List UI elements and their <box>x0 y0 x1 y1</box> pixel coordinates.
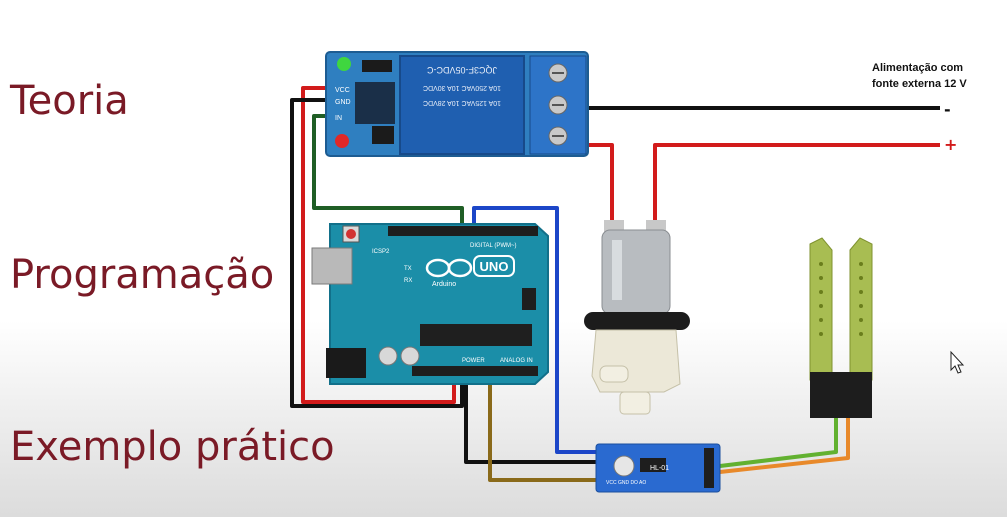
pump-ring <box>584 312 690 330</box>
sensor-potentiometer <box>613 455 635 477</box>
power-note-line1: Alimentação com <box>872 62 964 74</box>
arduino-icsp-label: ICSP2 <box>372 249 390 255</box>
sensor-module: HL-01 VCC GND DO AO <box>595 443 721 493</box>
wire-sensor-gnd <box>464 372 600 464</box>
relay-pin-gnd: GND <box>335 99 351 106</box>
wire-probe-1 <box>719 418 838 468</box>
wire-power-positive <box>653 143 940 222</box>
power-note: Alimentação com fonte externa 12 V <box>872 60 967 92</box>
mouse-pointer-icon <box>950 350 965 374</box>
arduino-tx-label: TX <box>404 266 412 272</box>
arduino-usb-port <box>311 247 353 285</box>
relay-text1: JQC3F-05VDC-C <box>426 65 497 75</box>
pump-body <box>591 329 681 393</box>
relay-module: JQC3F-05VDC-C 10A 250VAC 10A 30VDC 10A 1… <box>325 51 589 157</box>
arduino-logo-icon <box>425 258 473 278</box>
power-minus-label: - <box>944 100 951 119</box>
arduino-logo-text: UNO <box>480 259 509 274</box>
arduino-rx-label: RX <box>404 278 412 284</box>
arduino-analog-label: ANALOG IN <box>500 358 533 364</box>
arduino-chip <box>420 324 532 346</box>
relay-pin-vcc: VCC <box>335 87 350 94</box>
power-note-line2: fonte externa 12 V <box>872 78 967 90</box>
arduino-power-label: POWER <box>462 358 485 364</box>
menu-item-teoria[interactable]: Teoria <box>10 78 129 124</box>
relay-cube <box>399 55 525 155</box>
relay-led-green <box>337 57 351 71</box>
arduino-digital-label: DIGITAL (PWM~) <box>470 243 517 249</box>
relay-text3: 10A 125VAC 10A 28VDC <box>423 99 501 106</box>
relay-text2: 10A 250VAC 10A 30VDC <box>423 84 501 91</box>
arduino-power-jack <box>326 348 366 378</box>
wire-relay-gnd <box>290 98 464 408</box>
relay-led-red <box>335 134 349 148</box>
wire-sensor-do <box>472 206 600 454</box>
arduino-brand-text: Arduino <box>432 281 456 288</box>
wire-relay-vcc <box>301 86 456 404</box>
sensor-module-label: HL-01 <box>650 465 669 472</box>
water-pump <box>584 220 690 415</box>
soil-moisture-probe <box>809 237 873 418</box>
wire-sensor-ao <box>488 372 600 482</box>
wire-relay-in <box>312 114 464 228</box>
menu-item-exemplo-pratico[interactable]: Exemplo prático <box>10 424 335 470</box>
arduino-uno-board: UNO Arduino ICSP2 DIGITAL (PWM~) POWER A… <box>311 223 549 385</box>
wire-pump-to-relay <box>588 143 614 222</box>
power-plus-label: + <box>944 135 958 154</box>
wire-probe-2 <box>719 418 850 474</box>
sensor-module-pins: VCC GND DO AO <box>606 480 646 486</box>
relay-pin-in: IN <box>335 115 342 122</box>
menu-item-programacao[interactable]: Programação <box>10 252 275 298</box>
